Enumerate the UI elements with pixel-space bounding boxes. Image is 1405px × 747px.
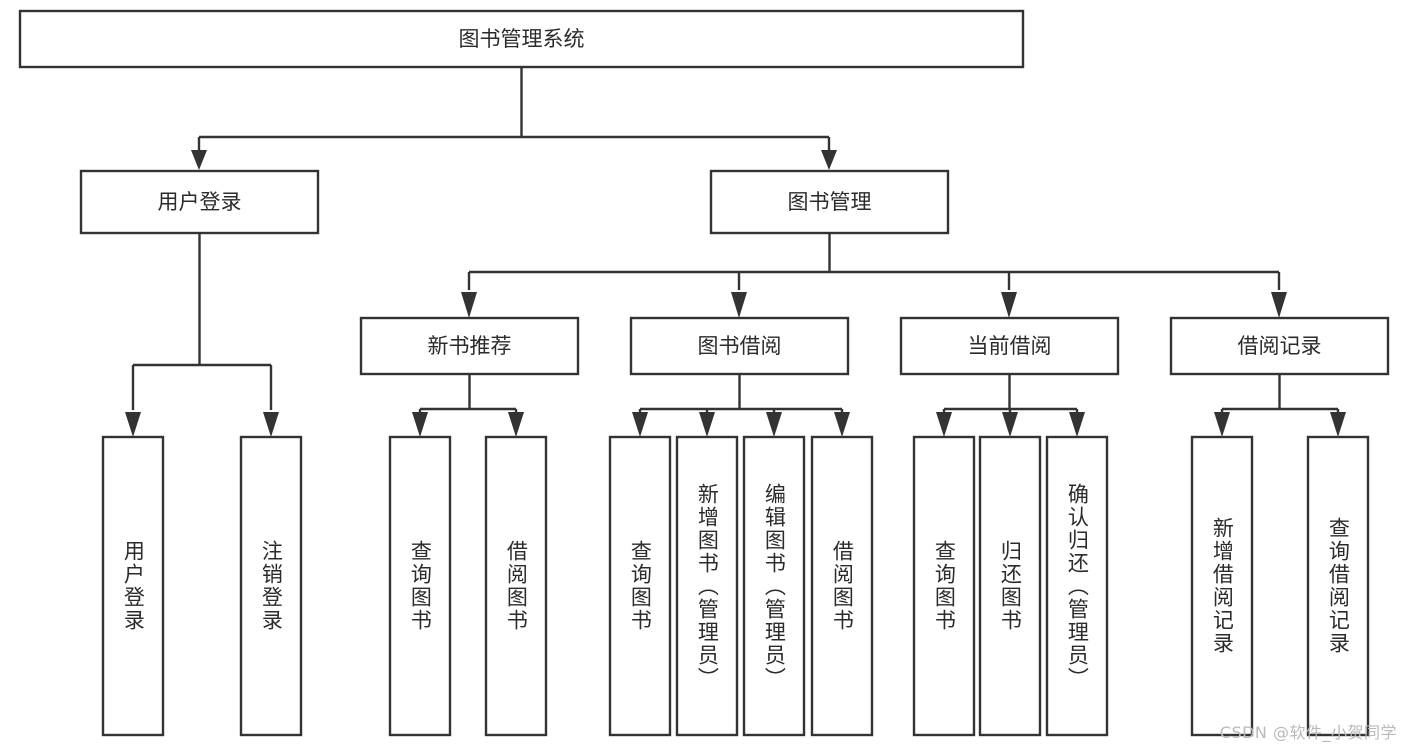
node-user-login[interactable]: 用户登录 <box>79 169 320 235</box>
arrow-head-icon <box>412 412 428 437</box>
node-root-box[interactable] <box>18 9 1025 69</box>
arrow-head-icon <box>263 412 279 437</box>
leaf-box-user-login[interactable] <box>101 435 165 737</box>
arrow-head-icon <box>1002 412 1018 437</box>
node-user-login-box[interactable] <box>79 169 320 235</box>
arrow-head-icon <box>1069 412 1085 437</box>
arrow-head-icon <box>834 412 850 437</box>
arrow-head-icon <box>632 412 648 437</box>
arrow-head-icon <box>191 150 207 170</box>
node-borrow-record-label: 借阅记录 <box>1238 334 1322 358</box>
connector-userlogin-to-leaves <box>125 233 279 437</box>
arrow-head-icon <box>461 292 477 318</box>
node-current-borrow[interactable]: 当前借阅 <box>899 316 1120 376</box>
node-book-management[interactable]: 图书管理 <box>709 169 950 235</box>
leaf-box-query-book-1[interactable] <box>388 435 452 737</box>
node-book-borrow[interactable]: 图书借阅 <box>629 316 850 376</box>
connector-currentborrow-to-leaves <box>936 374 1085 437</box>
connector-bookmgmt-to-level3 <box>461 233 1287 318</box>
leaf-box-query-borrow-record[interactable] <box>1306 435 1370 737</box>
connector-borrowrecord-to-leaves <box>1214 374 1346 437</box>
arrow-head-icon <box>766 412 782 437</box>
node-book-borrow-label: 图书借阅 <box>698 334 782 358</box>
arrow-head-icon <box>1271 292 1287 318</box>
node-book-management-label: 图书管理 <box>788 190 872 214</box>
leaf-box-logout[interactable] <box>239 435 303 737</box>
node-root-label: 图书管理系统 <box>459 27 585 51</box>
node-borrow-record[interactable]: 借阅记录 <box>1169 316 1390 376</box>
node-current-borrow-label: 当前借阅 <box>968 334 1052 358</box>
node-new-book-recommend-label: 新书推荐 <box>428 334 512 358</box>
leaf-box-query-book-2[interactable] <box>608 435 672 737</box>
arrow-head-icon <box>1330 412 1346 437</box>
leaf-box-borrow-book-2[interactable] <box>810 435 874 737</box>
leaf-box-edit-book[interactable] <box>742 435 806 737</box>
node-book-management-box[interactable] <box>709 169 950 235</box>
node-new-book-recommend[interactable]: 新书推荐 <box>359 316 580 376</box>
arrow-head-icon <box>508 412 524 437</box>
connector-bookborrow-to-leaves <box>632 374 850 437</box>
leaf-box-query-book-3[interactable] <box>912 435 976 737</box>
node-book-borrow-box[interactable] <box>629 316 850 376</box>
leaf-box-confirm-return[interactable] <box>1045 435 1109 737</box>
watermark: CSDN @软件_小贺同学 <box>1219 723 1397 742</box>
leaf-box-borrow-book-1[interactable] <box>484 435 548 737</box>
arrow-head-icon <box>1214 412 1230 437</box>
arrow-head-icon <box>699 412 715 437</box>
connector-newbook-to-leaves <box>412 374 524 437</box>
arrow-head-icon <box>125 412 141 437</box>
connector-root-to-level2 <box>191 67 837 170</box>
node-user-login-label: 用户登录 <box>158 190 242 214</box>
node-current-borrow-box[interactable] <box>899 316 1120 376</box>
leaf-box-add-book[interactable] <box>675 435 739 737</box>
arrow-head-icon <box>731 292 747 318</box>
arrow-head-icon <box>821 150 837 170</box>
node-new-book-recommend-box[interactable] <box>359 316 580 376</box>
leaf-box-return-book[interactable] <box>978 435 1042 737</box>
node-borrow-record-box[interactable] <box>1169 316 1390 376</box>
arrow-head-icon <box>936 412 952 437</box>
node-root[interactable]: 图书管理系统 <box>18 9 1025 69</box>
arrow-head-icon <box>1001 292 1017 318</box>
leaf-box-add-borrow-record[interactable] <box>1190 435 1254 737</box>
